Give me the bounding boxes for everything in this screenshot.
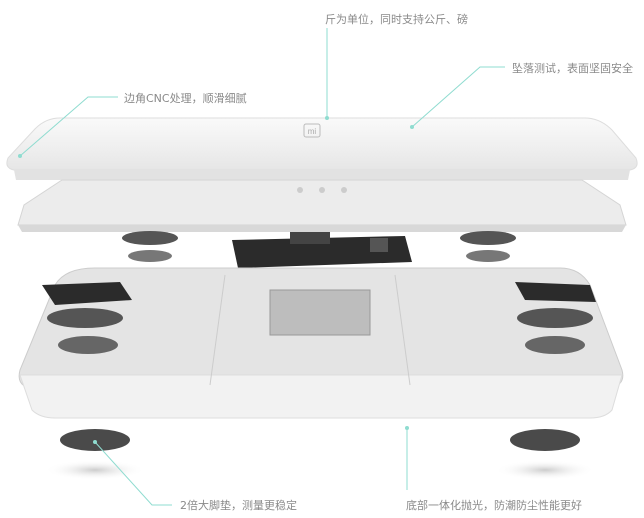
circuit-board (232, 232, 412, 268)
callout-unit: 斤为单位，同时支持公斤、磅 (325, 13, 468, 26)
load-sensors-lower (42, 282, 596, 354)
top-glass-plate: mi (6, 117, 638, 180)
load-sensors-upper (122, 231, 516, 262)
mi-logo (303, 123, 321, 138)
inner-plate (17, 179, 627, 232)
callout-line-cnc (19, 96, 118, 157)
callout-cnc-edges: 边角CNC处理，顺滑细腻 (124, 92, 247, 105)
rubber-feet (45, 429, 595, 480)
callout-line-feet (94, 441, 172, 506)
callout-line-drop-test (411, 66, 505, 128)
svg-text:mi: mi (308, 127, 317, 136)
callout-bottom: 底部一体化抛光，防潮防尘性能更好 (406, 499, 582, 512)
callout-drop-test: 坠落测试，表面坚固安全 (512, 62, 633, 75)
base-shell (18, 267, 624, 419)
callout-feet: 2倍大脚垫，测量更稳定 (180, 499, 297, 512)
callout-lines (19, 28, 505, 506)
